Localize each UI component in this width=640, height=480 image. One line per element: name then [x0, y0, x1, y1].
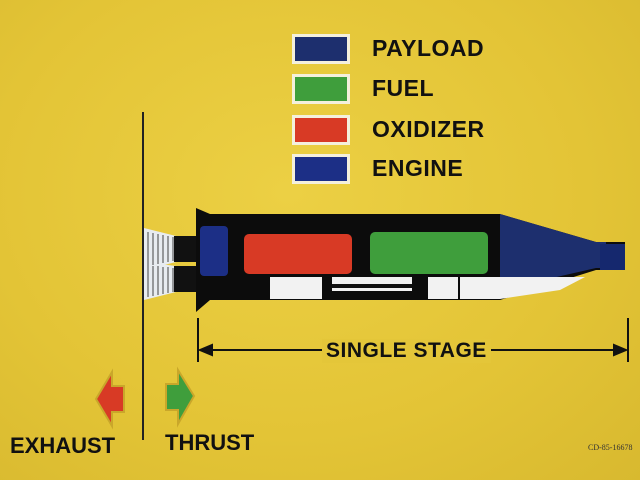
oxidizer-swatch — [292, 115, 350, 145]
payload-section — [500, 214, 606, 290]
legend-item-oxidizer: OXIDIZER — [292, 115, 552, 149]
thrust-divider-line — [142, 112, 144, 440]
nozzle-hatching — [147, 232, 174, 297]
nose-cap — [600, 244, 625, 270]
fuel-swatch — [292, 74, 350, 104]
document-code: CD-85-16678 — [588, 443, 633, 452]
legend-label-engine: ENGINE — [372, 155, 464, 181]
lower-nozzle — [144, 262, 176, 300]
engine-nozzles — [144, 228, 198, 300]
lower-structure — [270, 277, 585, 299]
exhaust-arrow-icon — [94, 368, 125, 430]
legend-item-payload: PAYLOAD — [292, 34, 552, 68]
single-stage-label: SINGLE STAGE — [322, 339, 491, 363]
engine-swatch — [292, 154, 350, 184]
oxidizer-tank — [244, 234, 352, 274]
exhaust-label: EXHAUST — [10, 433, 116, 458]
legend-label-fuel: FUEL — [372, 75, 435, 101]
legend-item-engine: ENGINE — [292, 154, 552, 188]
payload-swatch — [292, 34, 350, 64]
legend-label-payload: PAYLOAD — [372, 35, 485, 61]
legend-label-oxidizer: OXIDIZER — [372, 116, 485, 142]
thrust-label: THRUST — [165, 430, 255, 455]
fuel-tank — [370, 232, 488, 274]
engine-block — [200, 226, 228, 276]
legend-item-fuel: FUEL — [292, 74, 552, 108]
thrust-arrow-icon — [165, 366, 196, 428]
